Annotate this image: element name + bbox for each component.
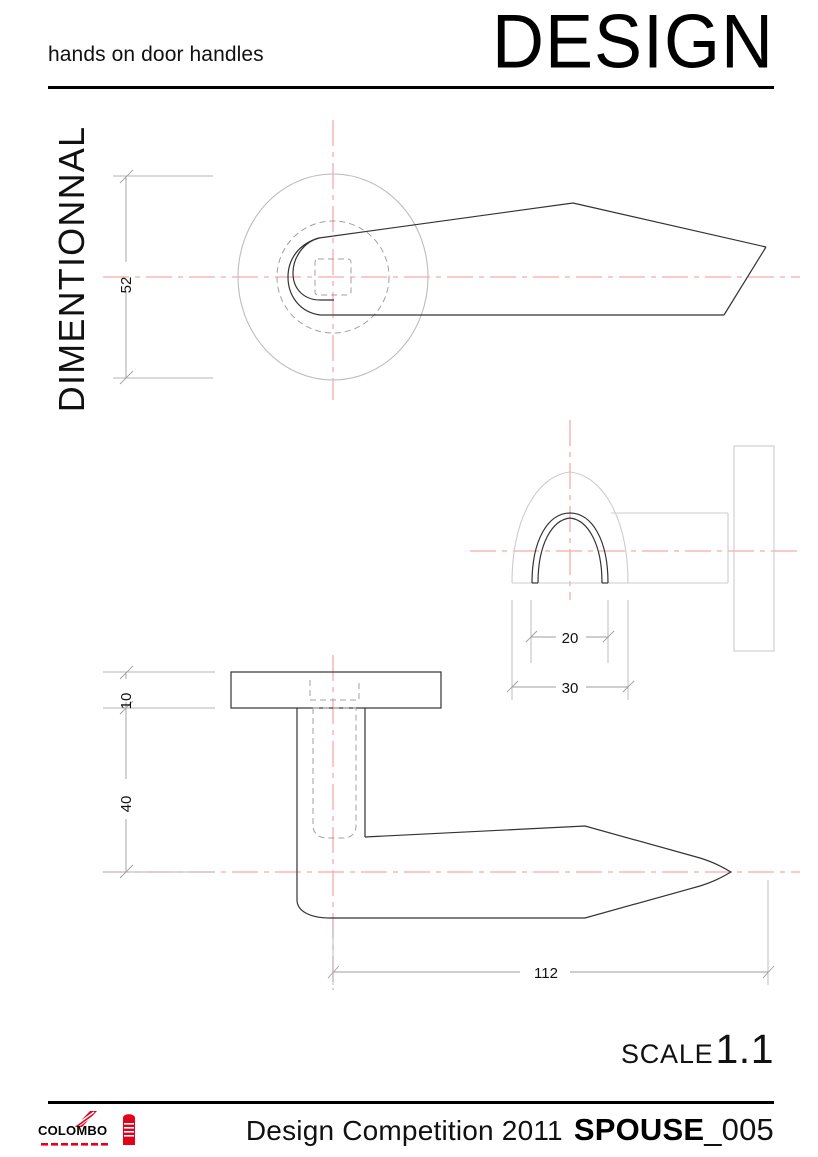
- side-elevation-view: 10 40 112: [103, 655, 800, 990]
- lever-plan-edge-tip: [723, 246, 767, 316]
- spindle-hidden-shank: [312, 708, 357, 839]
- lever-plan-nose-arc: [287, 237, 321, 316]
- dim30-tick-right: [622, 680, 635, 693]
- logo-underline: [41, 1143, 108, 1146]
- footer-project-suffix: _005: [704, 1112, 774, 1147]
- scale-value: 1.1: [715, 1026, 774, 1072]
- dim-label-52: 52: [118, 277, 135, 294]
- dim-label-30: 30: [562, 680, 579, 697]
- colombo-logo: COLOMBO: [38, 1110, 158, 1148]
- logo-badge-icon: [123, 1114, 135, 1145]
- page-title: DESIGN: [491, 0, 774, 85]
- spindle-square-hole: [314, 258, 352, 296]
- scale-block: SCALE1.1: [621, 1026, 774, 1073]
- footer-project-name: SPOUSE: [573, 1112, 705, 1147]
- scale-label: SCALE: [620, 1039, 714, 1069]
- dim-label-40: 40: [118, 796, 135, 813]
- dim-label-10: 10: [118, 693, 135, 710]
- logo-slash-icon: [75, 1111, 97, 1128]
- footer-competition: Design Competition 2011: [245, 1115, 563, 1146]
- neck-inner-profile-inner: [537, 517, 603, 584]
- dim112-tick-right: [762, 965, 775, 979]
- dim10-tick-bottom: [119, 700, 134, 715]
- boss-hidden-circle: [276, 220, 390, 334]
- dim-label-112: 112: [534, 965, 558, 982]
- dim52-tick-top: [119, 169, 134, 184]
- dim40-tick-bottom: [119, 864, 134, 879]
- footer-divider: [48, 1101, 774, 1104]
- lever-plan-edge-upper-2: [572, 202, 767, 248]
- neck-outer-profile: [511, 471, 629, 584]
- spindle-hidden-top: [309, 680, 360, 701]
- dim20-tick-left: [525, 630, 538, 643]
- dim10-tick-top: [119, 665, 134, 680]
- lever-plan-edge-upper-1: [318, 202, 574, 239]
- lever-plan-left-nose: [292, 237, 334, 301]
- backplate-rectangle: [733, 445, 775, 652]
- dim52-tick-bottom: [119, 370, 134, 385]
- dim-label-20: 20: [562, 630, 579, 647]
- rose-plate: [230, 671, 442, 709]
- dim20-tick-right: [602, 630, 615, 643]
- header-divider: [48, 86, 774, 89]
- header-subtitle: hands on door handles: [48, 43, 264, 66]
- colombo-logo-wordmark: COLOMBO: [38, 1123, 108, 1138]
- dim112-tick-left: [327, 965, 340, 979]
- front-section-view: 20 30: [470, 420, 800, 700]
- top-view: 52: [103, 120, 800, 400]
- neck-inner-profile-outer: [531, 512, 609, 584]
- colombo-logo-mark: [41, 1111, 135, 1146]
- footer-text: Design Competition 2011 SPOUSE_005: [246, 1112, 774, 1148]
- dim30-tick-left: [506, 680, 519, 693]
- rosette-outline: [237, 173, 429, 381]
- lever-body-profile: [296, 825, 733, 919]
